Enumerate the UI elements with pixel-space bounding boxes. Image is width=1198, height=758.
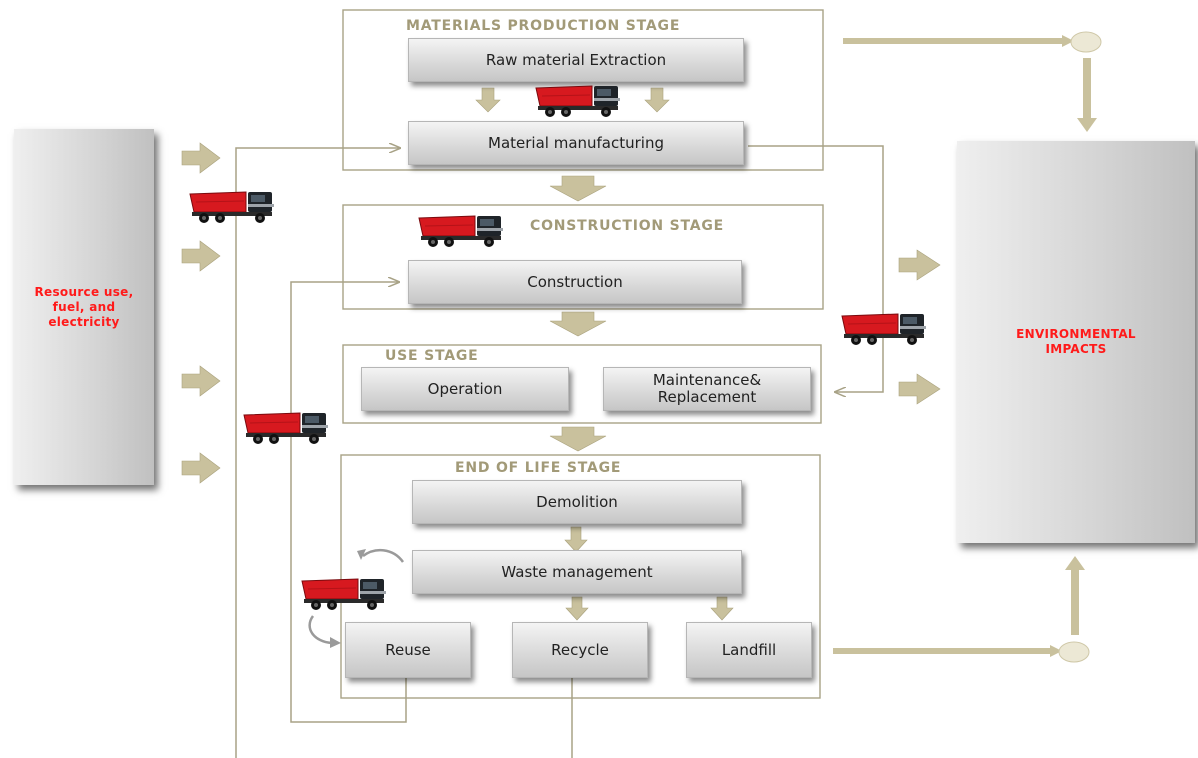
reuse-label: Reuse: [385, 640, 431, 659]
stage-arrow-1: [549, 175, 607, 202]
resource-arrow-1: [181, 142, 221, 174]
dump-truck-icon: [189, 191, 274, 223]
operation-box: Operation: [361, 367, 569, 411]
up-flow-arrowhead: [1065, 556, 1085, 570]
demolition-arrow: [564, 526, 588, 553]
waste-management-label: Waste management: [501, 562, 653, 581]
use-stage-title: USE STAGE: [385, 348, 479, 364]
dump-truck-icon: [535, 85, 620, 117]
material-manufacturing-box: Material manufacturing: [408, 121, 744, 165]
extraction-arrow-right: [644, 87, 670, 113]
end-of-life-stage-title: END OF LIFE STAGE: [455, 460, 622, 476]
transport-line-to-manufacturing: [235, 148, 400, 758]
dump-truck-icon: [841, 313, 926, 345]
materials-stage-frame: [342, 9, 824, 171]
construction-box: Construction: [408, 260, 742, 304]
reuse-box: Reuse: [345, 622, 471, 678]
up-flow-shaft: [1071, 567, 1079, 635]
waste-to-recycle-arrow: [565, 596, 589, 621]
waste-management-box: Waste management: [412, 550, 742, 594]
landfill-box: Landfill: [686, 622, 812, 678]
material-manufacturing-label: Material manufacturing: [488, 133, 664, 152]
loop-arrow-upper: [362, 549, 405, 563]
environmental-impacts-box: ENVIRONMENTAL IMPACTS: [957, 141, 1195, 543]
bottom-junction-dot: [1058, 641, 1090, 663]
end-of-life-stage-frame: [340, 454, 821, 699]
construction-stage-title: CONSTRUCTION STAGE: [530, 218, 725, 234]
resource-arrow-4: [181, 452, 221, 484]
loop-arrow-lower: [308, 615, 333, 645]
construction-stage-frame: [342, 204, 824, 310]
top-flow-arrowhead: [1062, 35, 1074, 47]
dump-truck-icon: [418, 215, 503, 247]
raw-material-extraction-box: Raw material Extraction: [408, 38, 744, 82]
demolition-box: Demolition: [412, 480, 742, 524]
resource-use-box: Resource use, fuel, and electricity: [14, 129, 154, 485]
resource-arrow-3: [181, 365, 221, 397]
top-junction-dot: [1070, 31, 1102, 53]
reuse-line-to-construction: [290, 282, 407, 723]
operation-label: Operation: [427, 379, 503, 398]
extraction-arrow-left: [475, 87, 501, 113]
stage-arrow-2: [549, 311, 607, 337]
down-flow-arrowhead: [1077, 118, 1097, 132]
recycle-label: Recycle: [551, 640, 609, 659]
use-stage-frame: [342, 344, 822, 424]
resource-arrow-2: [181, 240, 221, 272]
maintenance-replacement-label: Maintenance& Replacement: [652, 371, 762, 406]
materials-stage-title: MATERIALS PRODUCTION STAGE: [406, 18, 681, 34]
demolition-label: Demolition: [536, 492, 618, 511]
landfill-label: Landfill: [721, 640, 777, 659]
maintenance-replacement-box: Maintenance& Replacement: [603, 367, 811, 411]
construction-label: Construction: [527, 272, 623, 291]
stage-arrow-3: [549, 426, 607, 452]
impact-arrow-2: [898, 373, 941, 405]
dump-truck-icon: [243, 412, 328, 444]
dump-truck-icon: [301, 578, 386, 610]
recycle-box: Recycle: [512, 622, 648, 678]
manufacturing-line-to-maintenance: [748, 145, 884, 392]
resource-use-label: Resource use, fuel, and electricity: [34, 284, 134, 329]
impact-arrow-1: [898, 249, 941, 281]
environmental-impacts-label: ENVIRONMENTAL IMPACTS: [1016, 327, 1136, 356]
waste-to-landfill-arrow: [710, 596, 734, 621]
bottom-flow-arrowhead: [1050, 645, 1062, 657]
raw-material-extraction-label: Raw material Extraction: [485, 50, 667, 69]
down-flow-shaft: [1083, 58, 1091, 120]
